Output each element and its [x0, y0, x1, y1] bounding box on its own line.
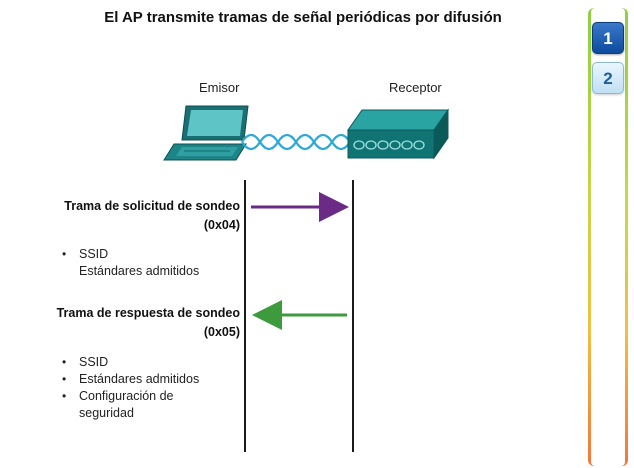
list-item: Configuración de — [62, 388, 199, 405]
access-point-icon — [347, 108, 449, 160]
list-item: Estándares admitidos — [79, 264, 200, 278]
step-2-button[interactable]: 2 — [592, 62, 624, 94]
probe-request-code: (0x04) — [203, 218, 240, 232]
receiver-timeline — [352, 180, 354, 452]
sender-label: Emisor — [199, 80, 240, 95]
probe-response-label: Trama de respuesta de sondeo (0x05) — [20, 304, 240, 342]
list-item: seguridad — [62, 405, 199, 422]
probe-response-code: (0x05) — [203, 325, 240, 339]
wireless-signal-wave — [241, 133, 351, 151]
list-item-continuation: seguridad — [79, 406, 134, 420]
list-item: SSID — [62, 246, 199, 263]
probe-response-bullets: SSID Estándares admitidos Configuración … — [62, 354, 199, 422]
list-item: Estándares admitidos — [62, 371, 199, 388]
receiver-label: Receptor — [389, 80, 442, 95]
probe-request-label: Trama de solicitud de sondeo (0x04) — [20, 197, 240, 235]
sender-timeline — [244, 180, 246, 452]
probe-request-title: Trama de solicitud de sondeo — [64, 199, 240, 213]
step-1-button[interactable]: 1 — [592, 22, 624, 54]
diagram-title: El AP transmite tramas de señal periódic… — [104, 9, 502, 26]
probe-request-bullets: SSID Estándares admitidos — [62, 246, 199, 280]
laptop-icon — [163, 105, 249, 161]
probe-response-title: Trama de respuesta de sondeo — [56, 306, 240, 320]
list-item: SSID — [62, 354, 199, 371]
